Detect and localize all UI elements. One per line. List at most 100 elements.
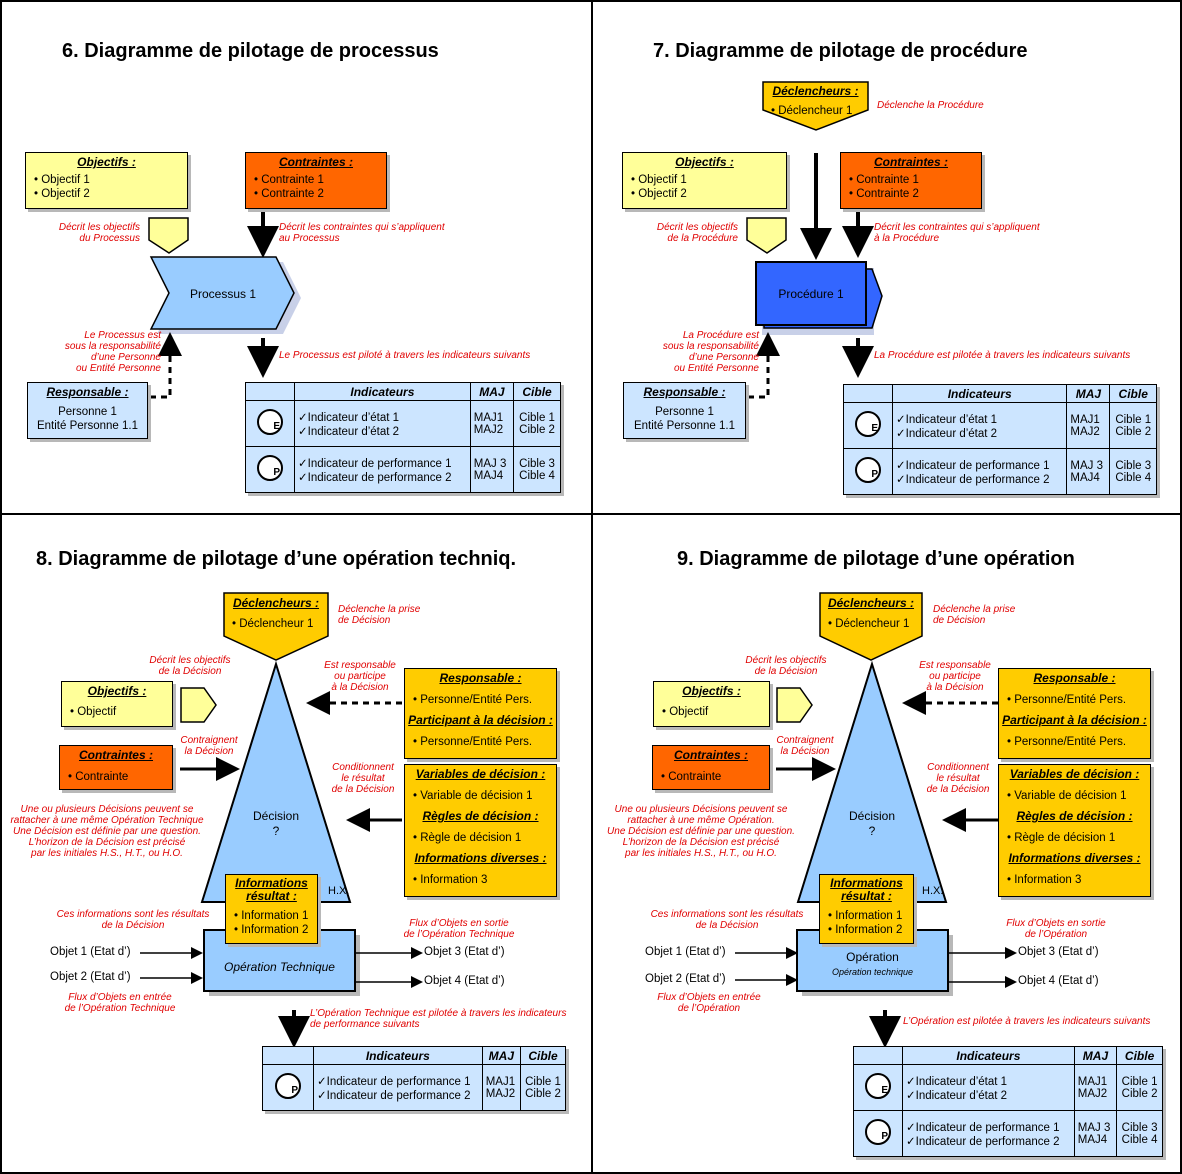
p7-etat-maj-1: MAJ1 <box>1070 413 1100 426</box>
p9-ann-info-resultat: Ces informations sont les résultats de l… <box>650 909 804 931</box>
p7-ann-contraintes: Décrit les contraintes qui s’appliquent … <box>874 222 1040 244</box>
p7-perf-maj-2: MAJ4 <box>1070 471 1100 484</box>
p6-responsable-line-1: Personne 1 <box>58 406 117 418</box>
p6-responsable-head: Responsable : <box>46 385 129 399</box>
p8-variables-head: Variables de décision : <box>415 767 546 781</box>
p9-participant-head: Participant à la décision : <box>1002 713 1147 727</box>
p9-operation-label: Opération <box>846 950 899 964</box>
p8-participant-item: • Personne/Entité Pers. <box>413 736 533 748</box>
p7-contraintes-box: Contraintes : • Contrainte 1 • Contraint… <box>840 152 982 209</box>
p8-th-maj: MAJ <box>481 1046 521 1065</box>
p9-perf-cible-1: Cible 3 <box>1121 1121 1158 1134</box>
p7-etat-maj-2: MAJ2 <box>1070 425 1100 438</box>
p7-perf-2: ✓Indicateur de performance 2 <box>896 473 1050 486</box>
p9-th-cible: Cible <box>1116 1046 1163 1065</box>
p8-ann-out: Flux d’Objets en sortie de l’Opération T… <box>403 918 515 940</box>
p8-info-resultat-box: Informations résultat : • Information 1 … <box>225 874 318 944</box>
p9-ann-in: Flux d’Objets en entrée de l’Opération <box>657 992 761 1014</box>
p9-info-resultat-head: Informations résultat : <box>830 876 903 903</box>
p9-etat-cible-2: Cible 2 <box>1121 1087 1158 1100</box>
p9-contraintes-box: Contraintes : • Contrainte <box>652 745 770 790</box>
p8-horizon-label: H.X. <box>328 885 350 897</box>
p9-ann-indicateurs: L’Opération est pilotée à travers les in… <box>903 1016 1151 1027</box>
p7-perf-cible-2: Cible 4 <box>1115 471 1152 484</box>
p8-info-item: • Information 3 <box>413 874 488 886</box>
p6-perf-cible-2: Cible 4 <box>519 469 555 482</box>
p6-etat-2: ✓Indicateur d’état 2 <box>298 425 400 438</box>
p8-title: 8. Diagramme de pilotage d’une opération… <box>36 548 517 570</box>
p9-declencheur-1: • Déclencheur 1 <box>828 618 910 630</box>
p9-objectifs-head: Objectifs : <box>682 684 741 698</box>
p8-perf-1: ✓Indicateur de performance 1 <box>317 1075 471 1088</box>
p9-out1: Objet 3 (Etat d’) <box>1018 946 1099 958</box>
p8-variables-box: Variables de décision : • Variable de dé… <box>404 764 557 897</box>
p6-etat-maj-2: MAJ2 <box>473 423 504 436</box>
p9-decision-label: Décision <box>848 809 896 823</box>
p7-ann-objectifs: Décrit les objectifs de la Procédure <box>656 222 738 244</box>
gauge-performance-icon: P <box>855 457 881 483</box>
p8-infos-head: Informations diverses : <box>414 851 547 865</box>
p9-variable-item: • Variable de décision 1 <box>1007 790 1127 802</box>
p7-th-indicateurs: Indicateurs <box>891 384 1068 403</box>
p9-participant-item: • Personne/Entité Pers. <box>1007 736 1127 748</box>
p6-responsable-line-2: Entité Personne 1.1 <box>36 420 138 432</box>
p9-perf-1: ✓Indicateur de performance 1 <box>906 1121 1060 1134</box>
p9-responsable-item: • Personne/Entité Pers. <box>1007 694 1127 706</box>
p8-operation-label: Opération Technique <box>224 960 335 974</box>
p9-declencheurs-head: Déclencheurs : <box>827 596 915 610</box>
p6-perf-cible-1: Cible 3 <box>519 457 555 470</box>
p9-info-resultat-1: • Information 1 <box>828 910 903 922</box>
p8-objectif-pointer <box>180 687 217 723</box>
p9-title: 9. Diagramme de pilotage d’une opération <box>677 548 1075 570</box>
p8-out2: Objet 4 (Etat d’) <box>424 975 505 987</box>
p8-ann-declencheurs: Déclenche la prise de Décision <box>338 604 421 626</box>
p9-contrainte-1: • Contrainte <box>661 771 722 783</box>
p9-ann-out: Flux d’Objets en sortie de l’Opération <box>1006 918 1106 940</box>
p7-contraintes-head: Contraintes : <box>873 155 948 169</box>
p7-perf-maj-1: MAJ 3 <box>1070 459 1104 472</box>
p8-decision-label: Décision <box>252 809 300 823</box>
p8-ann-contraintes: Contraignent la Décision <box>180 735 238 757</box>
p6-contraintes-head: Contraintes : <box>278 155 353 169</box>
p9-perf-cible-2: Cible 4 <box>1121 1133 1158 1146</box>
p8-decision-question: ? <box>272 824 280 838</box>
p8-declencheurs-box: Déclencheurs : • Déclencheur 1 <box>224 594 328 636</box>
p7-procedure-label: Procédure 1 <box>778 287 844 301</box>
p6-etat-cible-2: Cible 2 <box>519 423 555 436</box>
p7-declencheurs-box: Déclencheurs : • Déclencheur 1 <box>763 82 868 117</box>
gauge-etat-icon: E <box>257 409 283 435</box>
p6-perf-maj-2: MAJ4 <box>473 469 504 482</box>
p9-out2: Objet 4 (Etat d’) <box>1018 975 1099 987</box>
p7-procedure-box <box>755 261 867 326</box>
p8-declencheur-1: • Déclencheur 1 <box>232 618 314 630</box>
p7-etat-cible-2: Cible 2 <box>1115 425 1152 438</box>
p7-objectif-2: • Objectif 2 <box>631 188 687 200</box>
p6-objectif-2: • Objectif 2 <box>34 188 90 200</box>
p9-th-maj: MAJ <box>1073 1046 1118 1065</box>
gauge-etat-icon: E <box>865 1073 891 1099</box>
p7-declencheurs-head: Déclencheurs : <box>772 84 859 98</box>
p8-in1: Objet 1 (Etat d’) <box>50 946 131 958</box>
p8-responsable-item: • Personne/Entité Pers. <box>413 694 533 706</box>
p7-objectifs-box: Objectifs : • Objectif 1 • Objectif 2 <box>622 152 787 209</box>
p6-objectifs-head: Objectifs : <box>77 155 136 169</box>
p7-title: 7. Diagramme de pilotage de procédure <box>653 40 1028 62</box>
p6-perf-1: ✓Indicateur de performance 1 <box>298 457 452 470</box>
p9-declencheur-pointer <box>819 592 923 661</box>
p7-declencheur-1: • Déclencheur 1 <box>771 105 853 117</box>
p6-etat-maj-1: MAJ1 <box>473 411 504 424</box>
p8-info-resultat-2: • Information 2 <box>234 924 309 936</box>
p9-etat-2: ✓Indicateur d’état 2 <box>906 1089 1008 1102</box>
gauge-performance-icon: P <box>275 1073 301 1099</box>
p9-operation-sublabel: Opération technique <box>831 967 914 977</box>
p8-ann-responsable: Est responsable ou participe à la Décisi… <box>324 660 396 693</box>
p9-etat-maj-1: MAJ1 <box>1077 1075 1108 1088</box>
p8-th-indicateurs: Indicateurs <box>313 1046 483 1065</box>
p8-ann-indicateurs: L’Opération Technique est pilotée à trav… <box>310 1008 567 1030</box>
p8-contraintes-head: Contraintes : <box>78 748 153 762</box>
p9-ann-objectifs: Décrit les objectifs de la Décision <box>745 655 827 677</box>
p7-declencheur-pointer <box>762 81 869 131</box>
